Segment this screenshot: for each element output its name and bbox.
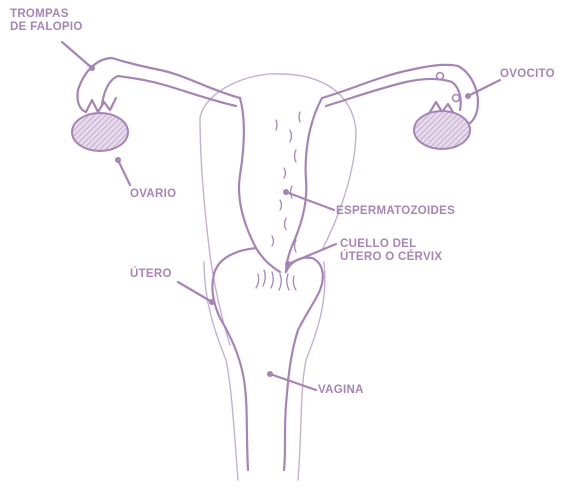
uterus-left-wall [239,98,280,272]
label-uterus: ÚTERO [130,268,172,281]
label-vagina: VAGINA [318,384,364,397]
leader-fallopian [62,42,92,68]
label-ovary: OVARIO [130,188,176,201]
uterus-left-outer-wall [200,118,230,345]
leader-vagina [270,374,316,390]
left-ovary [72,113,128,151]
cervix-right [286,258,323,330]
vagina-right-wall [284,330,298,470]
leader-uterus [178,282,212,302]
leader-ovary [118,160,130,185]
label-fallopian-tubes: TROMPAS DE FALOPIO [10,8,83,34]
vagina-outer-left [204,262,238,480]
label-oocyte: OVOCITO [500,68,555,81]
oocyte-circle-2 [453,95,460,102]
leader-cervix [288,244,336,264]
right-ovary [414,111,470,149]
left-fimbriae [86,98,116,112]
vagina-left-wall [220,318,248,470]
uterus-outer-outline [200,74,356,250]
vagina-outer-right [298,262,325,480]
uterus-right-wall [286,98,322,272]
label-cervix: CUELLO DEL ÚTERO O CÉRVIX [340,238,442,264]
leader-sperm [286,192,334,210]
label-sperm: ESPERMATOZOIDES [336,205,455,218]
right-fallopian-tube-inner [326,79,461,110]
